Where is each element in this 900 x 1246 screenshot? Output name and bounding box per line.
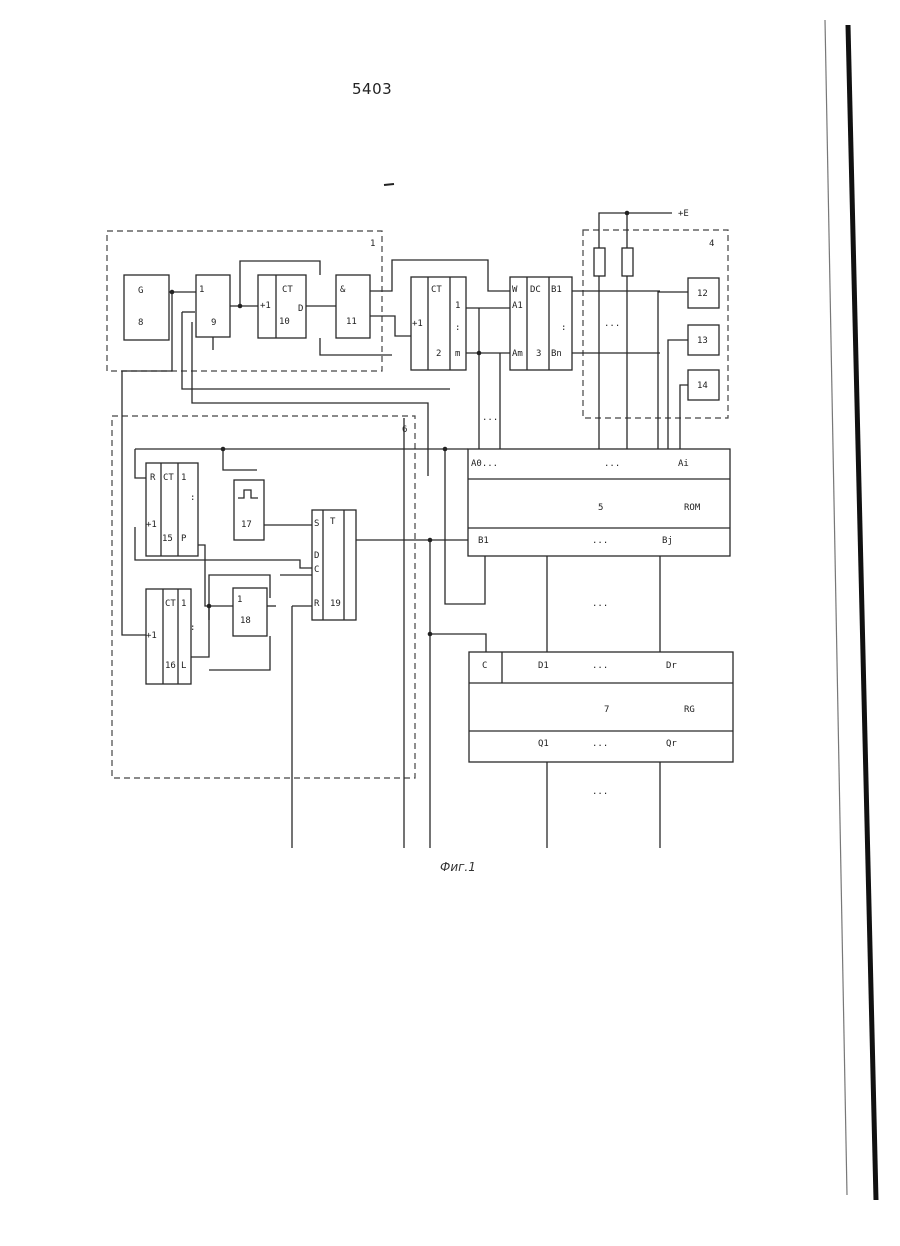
bus-dots-d: ... [592,787,608,797]
register-7-c: C [482,661,487,671]
monostable-17 [234,480,264,540]
rom-5-ai: Ai [678,459,689,469]
and-11-symbol: & [340,285,346,295]
trigger-19-number: 19 [330,599,341,609]
group-1-label: 1 [370,239,375,249]
counter-2-symbol: CT [431,285,442,295]
counter-2-out1: 1 [455,301,460,311]
counter-15-symbol: CT [163,473,174,483]
counter-15-outp: P [181,534,187,544]
counter-2-number: 2 [436,349,441,359]
group-1-frame [107,231,382,371]
ct2-vdots: : [455,323,460,333]
junction-dots [170,211,630,637]
generator-number: 8 [138,318,143,328]
block-14-number: 14 [697,381,708,391]
margin-line-thick [848,25,876,1200]
figure-caption: Фиг.1 [440,860,476,874]
bus-dots-a: ... [482,413,498,423]
trigger-19-r: R [314,599,320,609]
decoder-3-in-am: Am [512,349,523,359]
register-7-d1: D1 [538,661,549,671]
counter-16-number: 16 [165,661,176,671]
register-7-q1: Q1 [538,739,549,749]
scan-mark [384,184,394,185]
register-7-number: 7 [604,705,609,715]
counter-2-outm: m [455,349,460,359]
decoder-3-out-bn: Bn [551,349,562,359]
counter-10-input: +1 [260,301,271,311]
generator-symbol: G [138,286,143,296]
decoder-3-out-b1: B1 [551,285,562,295]
counter-15-number: 15 [162,534,173,544]
group-4-label: 4 [709,239,714,249]
resistor-2 [622,248,633,276]
generator-block [124,275,169,340]
counter-16-outl: L [181,661,186,671]
register-7-bottom-dots: ... [592,739,608,749]
counter-15-out1: 1 [181,473,186,483]
group-6-frame [112,416,415,778]
rom-5-b1: B1 [478,536,489,546]
trigger-19-c: C [314,565,319,575]
counter-16-out1: 1 [181,599,186,609]
and-11-number: 11 [346,317,357,327]
bus-dots-c: ... [592,599,608,609]
block-13-number: 13 [697,336,708,346]
rom-5-bottom-dots: ... [592,536,608,546]
or-9-symbol: 1 [199,285,204,295]
or-18-number: 18 [240,616,251,626]
decoder-3-symbol: DC [530,285,541,295]
register-7-dr: Dr [666,661,677,671]
ct16-vdots: : [190,623,195,633]
counter-10-number: 10 [279,317,290,327]
counter-16-input: +1 [146,631,157,641]
block-12-number: 12 [697,289,708,299]
trigger-19-d: D [314,551,319,561]
counter-2-input: +1 [412,319,423,329]
counter-16-symbol: CT [165,599,176,609]
wires [122,260,688,848]
or-9-number: 9 [211,318,216,328]
monostable-17-number: 17 [241,520,252,530]
counter-10-symbol: CT [282,285,293,295]
rom-5-symbol: ROM [684,503,701,513]
counter-10-output: D [298,304,303,314]
trigger-19-symbol: T [330,517,336,527]
pulse-icon [238,490,258,498]
rom-5-bj: Bj [662,536,673,546]
counter-15-r: R [150,473,156,483]
dc3-vdots: : [561,323,566,333]
decoder-3-number: 3 [536,349,541,359]
rom-5-dots: ... [604,459,620,469]
register-7-top-dots: ... [592,661,608,671]
margin-line-thin [825,20,847,1195]
bus-dots-b: ... [604,319,620,329]
decoder-3-in-a1: A1 [512,301,523,311]
decoder-3-in-w: W [512,285,518,295]
register-7-symbol: RG [684,705,695,715]
or-18-symbol: 1 [237,595,242,605]
trigger-19-s: S [314,519,319,529]
rom-5-a0: A0... [471,459,498,469]
supply-label: +E [678,209,689,219]
register-7-qr: Qr [666,739,677,749]
counter-15-input: +1 [146,520,157,530]
group-6-label: 6 [402,425,407,435]
ct15-vdots: : [190,493,195,503]
rom-5-number: 5 [598,503,603,513]
resistor-1 [594,248,605,276]
